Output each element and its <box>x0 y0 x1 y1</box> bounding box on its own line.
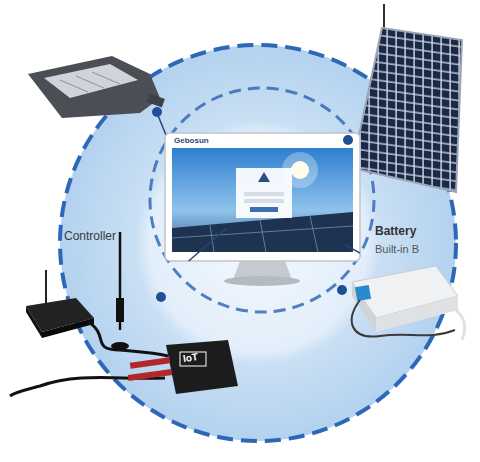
controller-node: Controller <box>20 228 235 400</box>
battery-box <box>352 266 465 340</box>
monitor-node: Gebosun <box>165 133 360 261</box>
solar-panel <box>352 4 462 192</box>
node-title: Gebosun <box>174 136 209 145</box>
inner-ring <box>150 88 374 312</box>
device-label: IoT <box>182 351 198 364</box>
network-link <box>189 228 227 261</box>
node-title: Controller <box>64 230 116 244</box>
monitor <box>165 133 360 286</box>
node-title: Battery <box>375 225 416 239</box>
network-dot <box>152 107 353 302</box>
controller-device <box>10 232 238 396</box>
network-link <box>345 245 360 254</box>
battery-node: BatteryBuilt-in B <box>345 222 475 342</box>
street-light <box>28 56 165 118</box>
node-subtitle: Built-in B <box>375 243 419 256</box>
